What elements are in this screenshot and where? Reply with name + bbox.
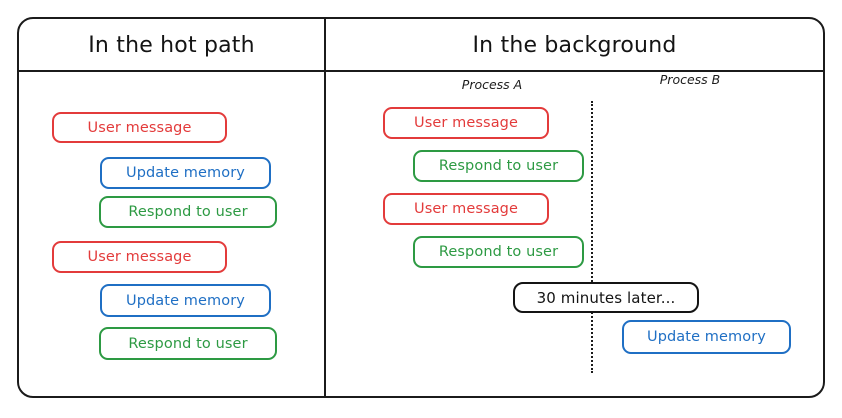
hot-path-step-1-update-memory[interactable]: Update memory [100, 157, 271, 189]
pill-label: User message [413, 201, 519, 217]
pill-label: User message [413, 115, 519, 131]
pill-label: Update memory [125, 165, 245, 181]
pill-label: User message [87, 249, 192, 265]
pill-label: 30 minutes later... [536, 288, 676, 307]
hot-path-step-0-user-message[interactable]: User message [52, 112, 227, 143]
hot-path-step-2-respond-to-user[interactable]: Respond to user [99, 196, 277, 228]
pill-label: Update memory [646, 329, 766, 345]
pill-label: Update memory [125, 292, 245, 309]
background-step-5-update-memory[interactable]: Update memory [622, 320, 791, 354]
pill-label: Respond to user [128, 204, 248, 220]
background-step-3-respond-to-user[interactable]: Respond to user [413, 236, 584, 268]
process-b-label: Process B [659, 72, 721, 87]
pill-label: Respond to user [128, 335, 248, 352]
column-divider-line [324, 17, 326, 398]
hot-path-step-3-user-message[interactable]: User message [52, 241, 227, 273]
hot-path-step-5-respond-to-user[interactable]: Respond to user [99, 327, 277, 360]
process-separator-dotted-line [591, 101, 593, 373]
hot-path-step-4-update-memory[interactable]: Update memory [100, 284, 271, 317]
column-header-hot-path: In the hot path [88, 33, 255, 58]
background-step-0-user-message[interactable]: User message [383, 107, 549, 139]
pill-label: Respond to user [438, 244, 559, 260]
pill-label: Respond to user [438, 158, 559, 174]
header-separator-line [17, 70, 825, 72]
process-a-label: Process A [461, 77, 523, 92]
background-step-1-respond-to-user[interactable]: Respond to user [413, 150, 584, 182]
pill-label: User message [87, 119, 192, 136]
background-step-4-30-minutes-later[interactable]: 30 minutes later... [513, 282, 699, 313]
column-header-background: In the background [472, 33, 677, 58]
background-step-2-user-message[interactable]: User message [383, 193, 549, 225]
